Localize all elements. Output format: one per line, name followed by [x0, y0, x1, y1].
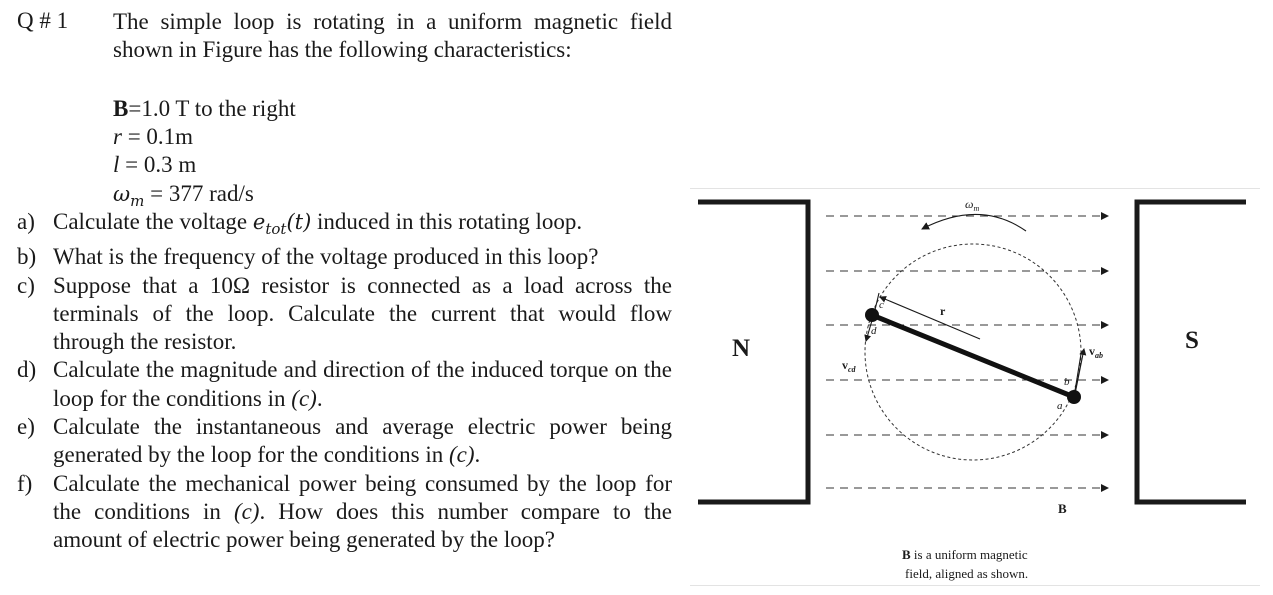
part-text: Calculate the magnitude and direction of…: [53, 357, 672, 411]
part-label: d): [17, 357, 37, 383]
part-label: b): [17, 244, 37, 270]
radius-label: r: [940, 304, 946, 318]
caption-line-1: B is a uniform magnetic: [902, 547, 1028, 562]
part-text: Suppose that a 10Ω resistor is connected…: [53, 272, 672, 355]
rotation-direction-arrow: [921, 213, 1027, 232]
south-pole-piece: [1134, 199, 1246, 505]
spec-length: l = 0.3 m: [113, 151, 196, 179]
part-label: a): [17, 209, 35, 234]
spec-angular-speed: ωm = 377 rad/s: [113, 180, 254, 215]
part-label: c): [17, 272, 35, 298]
part-e: e) Calculate the instantaneous and avera…: [17, 413, 672, 470]
part-d: d) Calculate the magnitude and direction…: [17, 356, 672, 413]
part-f: f) Calculate the mechanical power being …: [17, 470, 672, 555]
loop-figure: N S ωm r c d b a vcd vab B B is a unifor…: [690, 188, 1260, 586]
loop-diagram: N S ωm r c d b a vcd vab B B is a unifor…: [698, 197, 1246, 581]
spec-b-value: =1.0 T to the right: [128, 96, 296, 121]
radius-arrow: [879, 296, 981, 340]
spec-omega-value: = 377 rad/s: [144, 181, 254, 206]
velocity-cd-label: vcd: [842, 358, 857, 374]
question-number: Q # 1: [17, 8, 69, 33]
caption-line-2: field, aligned as shown.: [905, 566, 1028, 581]
spec-l-value: = 0.3 m: [119, 152, 197, 177]
rotation-path: [864, 243, 1082, 461]
omega-label: ωm: [965, 197, 979, 213]
part-label: e): [17, 414, 35, 440]
pole-label-n: N: [732, 335, 750, 362]
part-text: Calculate the mechanical power being con…: [53, 470, 673, 553]
conductor-ab: [1073, 353, 1082, 398]
spec-r-value: = 0.1m: [121, 124, 194, 149]
pole-label-s: S: [1185, 327, 1199, 354]
label-c: c: [879, 299, 884, 311]
part-b: b) What is the frequency of the voltage …: [17, 243, 672, 271]
part-text: Calculate the instantaneous and average …: [53, 414, 672, 468]
voltage-symbol: etot(t): [252, 210, 312, 238]
spec-b-label: B: [113, 96, 129, 121]
label-b: b: [1064, 376, 1070, 388]
terminal-a: [1067, 390, 1081, 404]
field-lines: [826, 212, 1109, 492]
north-pole-piece: [698, 199, 811, 505]
part-label: f): [17, 470, 33, 496]
velocity-ab-label: vab: [1089, 344, 1103, 360]
part-c: c) Suppose that a 10Ω resistor is connec…: [17, 272, 672, 357]
loop-conductor: [869, 312, 1077, 400]
label-d: d: [871, 325, 877, 337]
terminal-c: [865, 308, 879, 322]
spec-radius: r = 0.1m: [113, 123, 193, 151]
spec-omega-symbol: ωm: [113, 182, 145, 210]
question-parts: a) Calculate the voltage etot(t) induced…: [17, 208, 672, 555]
spec-l-symbol: l: [113, 152, 120, 177]
part-text: What is the frequency of the voltage pro…: [53, 244, 599, 270]
spec-r-symbol: r: [113, 124, 122, 149]
label-a: a: [1057, 400, 1063, 412]
spec-field-strength: B=1.0 T to the right: [113, 95, 296, 123]
velocity-ab-arrow: [1074, 348, 1087, 395]
question-intro: The simple loop is rotating in a uniform…: [113, 9, 672, 62]
part-text: Calculate the voltage etot(t) induced in…: [53, 209, 583, 238]
field-label: B: [1058, 501, 1067, 516]
part-a: a) Calculate the voltage etot(t) induced…: [17, 208, 672, 243]
